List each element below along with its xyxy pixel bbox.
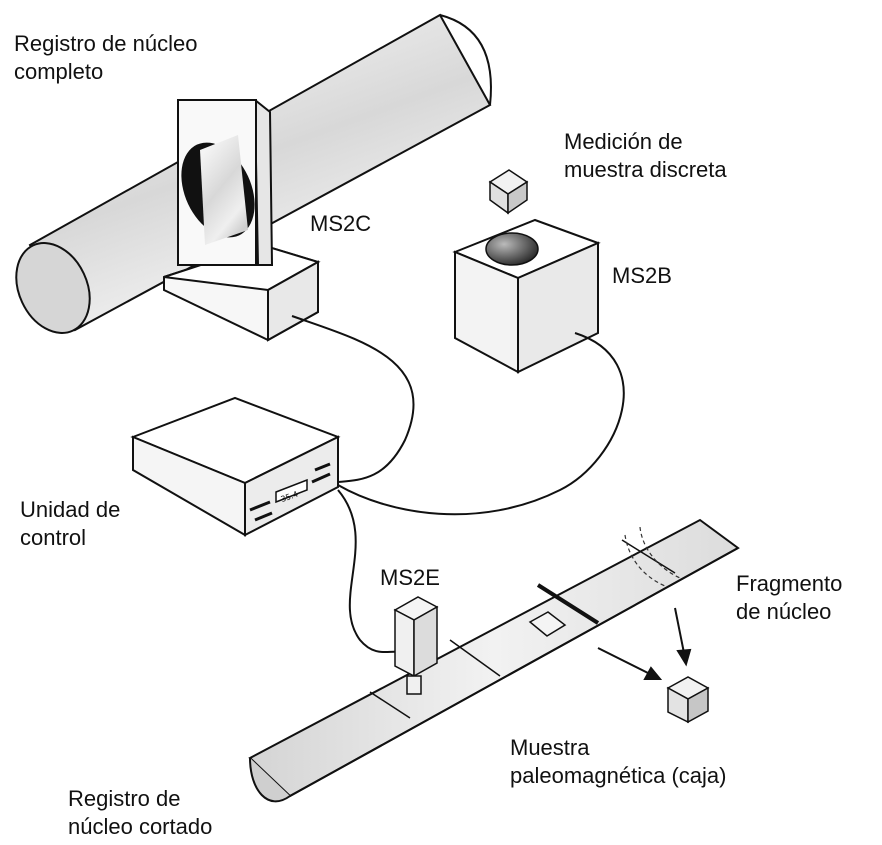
- control-unit-label-line1: Unidad de: [20, 497, 121, 522]
- arrow-to-box-1: [597, 647, 663, 680]
- ms2c-sensor: [163, 99, 321, 342]
- paleomagnetic-label: Muestra paleomagnética (caja): [510, 734, 726, 790]
- core-fragment-label-line1: Fragmento: [736, 571, 843, 596]
- split-core-label: Registro de núcleo cortado: [68, 785, 212, 841]
- ms2e-probe: [393, 596, 439, 695]
- whole-core-label-line2: completo: [14, 59, 104, 84]
- core-fragment-label-line2: de núcleo: [736, 599, 832, 624]
- ms2b-sensor: [452, 218, 601, 374]
- core-fragment-label: Fragmento de núcleo: [736, 570, 842, 626]
- control-unit-label-line2: control: [20, 525, 87, 550]
- arrow-to-box-2: [674, 607, 692, 667]
- ms2b-label: MS2B: [612, 263, 672, 288]
- cables: [291, 315, 625, 654]
- paleomag-label-line2: paleomagnética (caja): [510, 763, 727, 788]
- whole-core-label-line1: Registro de núcleo: [14, 31, 198, 56]
- discrete-sample-label: Medición de muestra discreta: [564, 128, 727, 184]
- control-unit: 35.4: [130, 396, 341, 537]
- control-unit-label: Unidad de control: [20, 496, 120, 552]
- split-core-tray: [248, 518, 740, 803]
- split-core-label-line1: Registro de: [68, 786, 181, 811]
- paleomagnetic-box: [666, 676, 710, 724]
- discrete-sample-cube: [488, 169, 529, 215]
- discrete-label-line2: muestra discreta: [564, 157, 727, 182]
- split-core-label-line2: núcleo cortado: [68, 814, 213, 839]
- whole-core-label: Registro de núcleo completo: [14, 30, 197, 86]
- ms2c-label: MS2C: [310, 211, 372, 236]
- paleomag-label-line1: Muestra: [510, 735, 590, 760]
- ms2e-label: MS2E: [380, 565, 440, 590]
- discrete-label-line1: Medición de: [564, 129, 683, 154]
